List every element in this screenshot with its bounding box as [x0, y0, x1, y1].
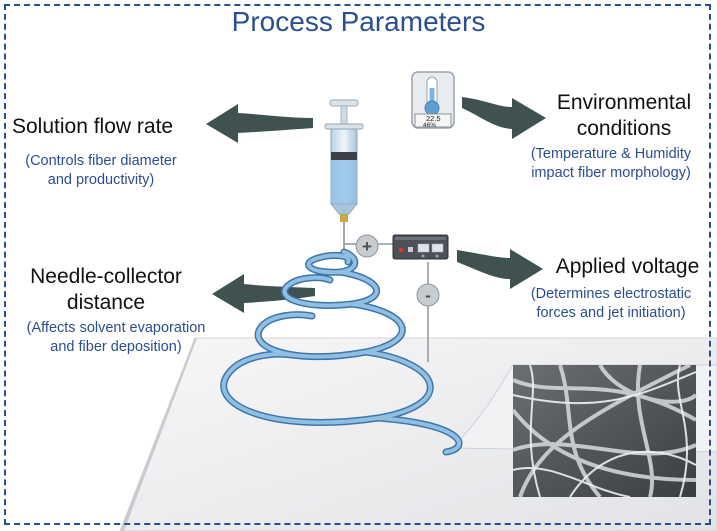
distance-label-line-1: Needle-collector [30, 265, 182, 288]
syringe [324, 99, 364, 252]
flow-rate-description-line-1: (Controls fiber diameter [25, 153, 177, 169]
dashed-frame [4, 4, 711, 525]
sem-fiber-image [511, 363, 698, 499]
humidity-readout: 46% [423, 122, 436, 129]
temperature-readout: 22.5 [426, 114, 441, 123]
environment-description: (Temperature & Humidity impact fiber mor… [508, 145, 714, 183]
flow-rate-label: Solution flow rate [12, 115, 174, 138]
distance-description: (Affects solvent evaporation and fiber d… [6, 319, 226, 357]
page-title: Process Parameters [231, 6, 486, 37]
flow-rate-description-line-2: and productivity) [47, 172, 155, 188]
fiber-jet-spiral [220, 248, 463, 456]
arrow-flow-rate [206, 104, 313, 143]
flow-rate-description: (Controls fiber diameter and productivit… [6, 152, 196, 190]
collector-plate-edge [120, 338, 197, 531]
environment-label-line-2: conditions [576, 117, 672, 140]
positive-terminal [355, 234, 379, 258]
voltage-description-line-1: (Determines electrostatic [530, 286, 692, 302]
arrow-distance [212, 274, 315, 313]
voltage-description: (Determines electrostatic forces and jet… [508, 285, 714, 323]
positive-sign: + [362, 237, 372, 256]
negative-sign: - [425, 286, 431, 305]
distance-description-line-1: (Affects solvent evaporation [26, 320, 206, 336]
environment-description-line-2: impact fiber morphology) [531, 165, 691, 181]
distance-label-line-2: distance [66, 291, 146, 314]
arrow-environment [462, 97, 546, 139]
thermometer-icon [411, 71, 455, 129]
environment-label: Environmental conditions [534, 90, 714, 142]
power-supply [392, 234, 449, 260]
voltage-label: Applied voltage [555, 255, 700, 278]
negative-terminal [416, 283, 440, 307]
arrow-voltage [457, 249, 543, 289]
distance-description-line-2: and fiber deposition) [50, 339, 182, 355]
environment-label-line-1: Environmental [556, 91, 692, 114]
voltage-description-line-2: forces and jet initiation) [536, 305, 686, 321]
environment-description-line-1: (Temperature & Humidity [530, 146, 692, 162]
distance-label: Needle-collector distance [6, 264, 206, 316]
